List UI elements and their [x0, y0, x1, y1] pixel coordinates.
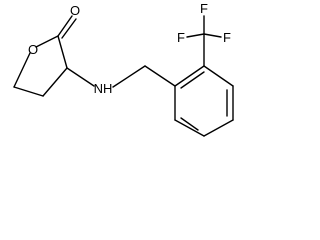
molecule-structure: O O NH F F F — [13, 1, 234, 137]
bond-ring-4-5 — [203, 119, 234, 137]
bond-ring-inner-1 — [180, 71, 205, 89]
atom-f-top: F — [200, 1, 208, 16]
atom-f-left: F — [177, 30, 185, 45]
bond-carbonyl-double-2 — [61, 18, 77, 39]
bond-o-ring-c-carbonyl — [35, 35, 59, 48]
atom-f-right: F — [223, 30, 231, 45]
bond-ring-5-6 — [174, 119, 205, 137]
bond-c-alpha-n — [66, 67, 95, 87]
bond-c-carbonyl-c-alpha — [57, 35, 68, 69]
bond-c-beta-c-gamma — [13, 86, 44, 97]
bond-c-f-right — [203, 33, 222, 38]
atom-o-ring: O — [28, 42, 38, 57]
bond-ring-inner-3 — [180, 117, 199, 131]
bond-n-ch2 — [112, 65, 146, 88]
bond-c-f-left — [186, 33, 205, 38]
bond-ch2-ring — [144, 65, 176, 87]
bond-ring-2-3 — [203, 65, 234, 87]
atom-o-carbonyl: O — [70, 3, 80, 18]
bond-c-gamma-o-ring — [13, 52, 31, 88]
bond-ring-1-2 — [174, 65, 205, 87]
atom-n-amine: NH — [94, 81, 113, 96]
bond-carbonyl-double-1 — [57, 15, 73, 37]
bond-c-alpha-c-beta — [42, 67, 68, 97]
